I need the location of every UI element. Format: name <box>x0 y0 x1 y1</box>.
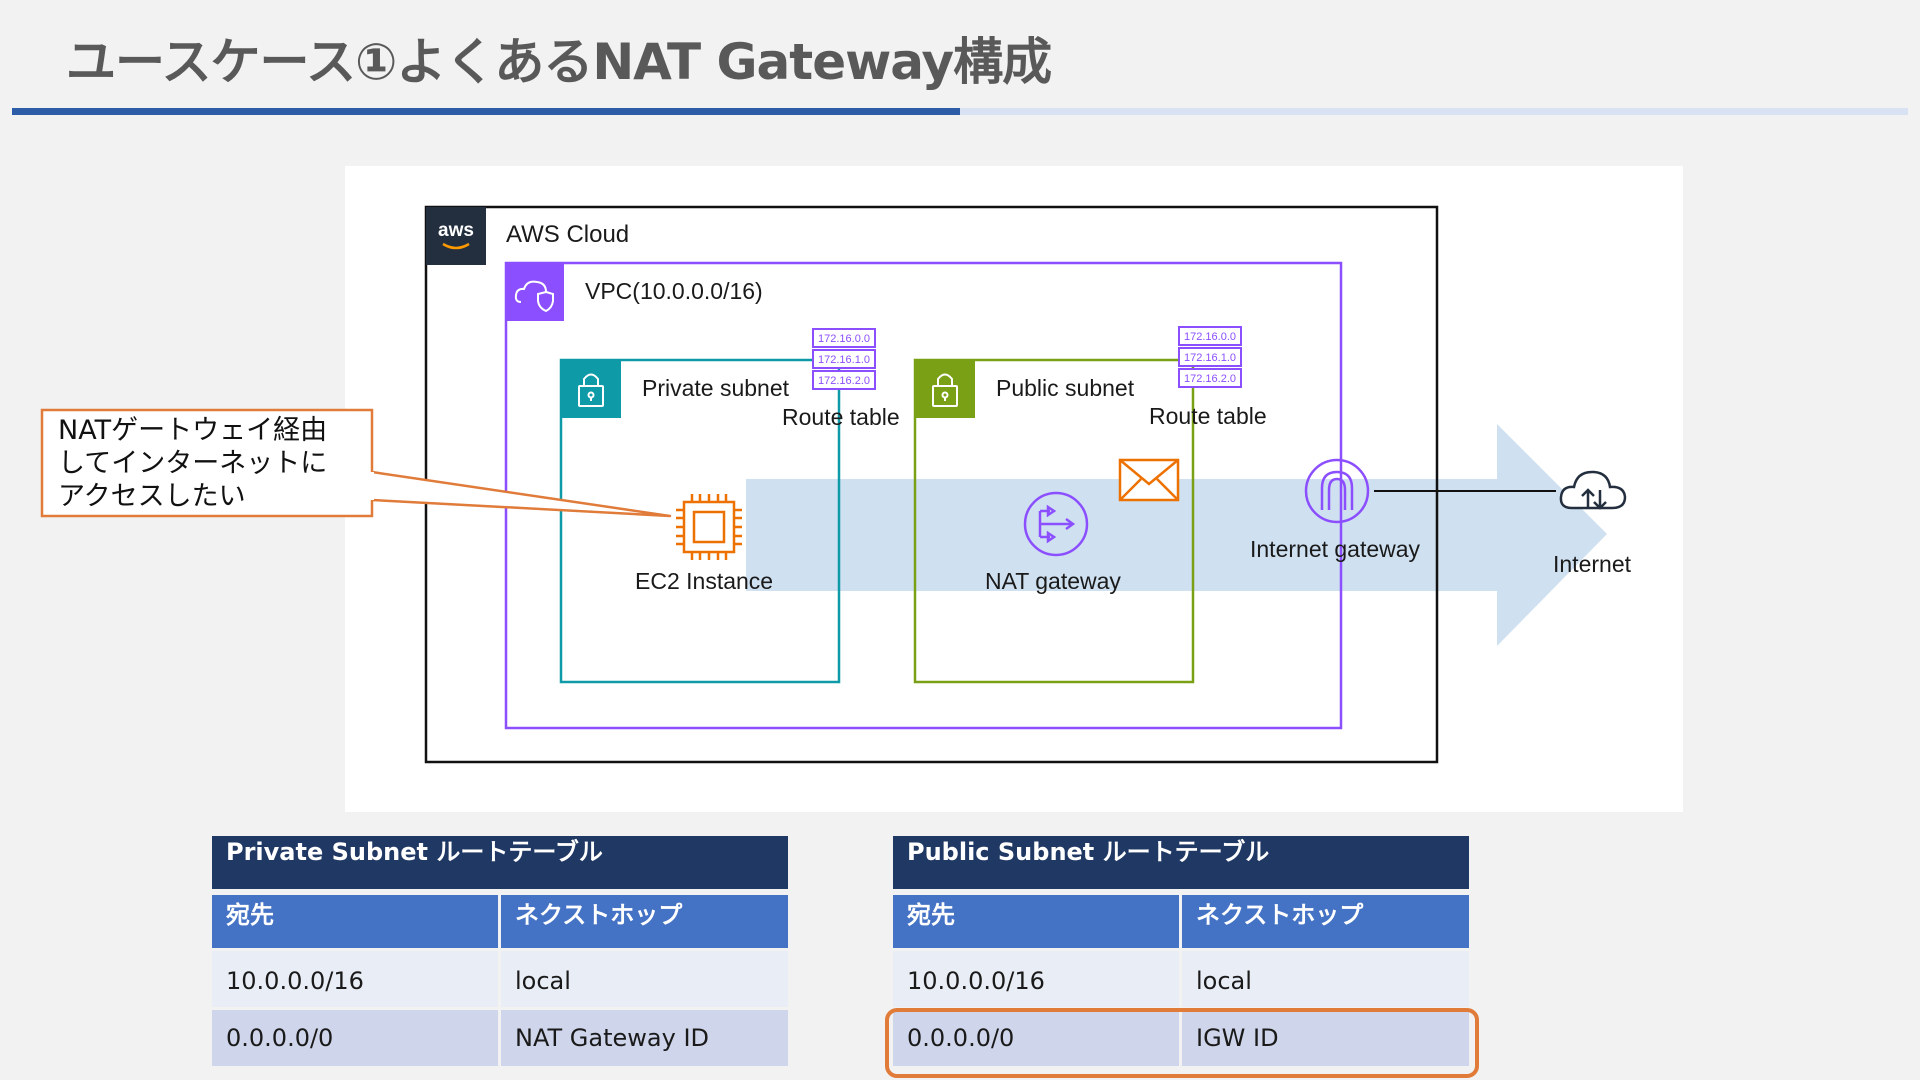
vpc-cloud-shield-icon <box>514 280 554 313</box>
public-route-table: Public Subnet ルートテーブル 宛先 ネクストホップ 10.0.0.… <box>893 836 1469 1068</box>
title-underline-light <box>960 108 1908 115</box>
public-row-2-nexthop: IGW ID <box>1182 1010 1469 1066</box>
slide-title: ユースケース①よくあるNAT Gateway構成 <box>66 33 1052 91</box>
aws-cloud-label: AWS Cloud <box>506 221 630 248</box>
private-rt-row-1: 172.16.0.0 <box>818 333 870 345</box>
public-row-1-destination: 10.0.0.0/16 <box>893 951 1179 1007</box>
private-route-table-label: Route table <box>782 404 900 430</box>
traffic-flow-arrow <box>746 424 1607 646</box>
aws-logo-icon: aws <box>438 220 474 241</box>
title-underline <box>12 108 960 115</box>
public-row-1-nexthop: local <box>1182 951 1469 1007</box>
public-route-table-icon <box>1178 326 1242 388</box>
private-subnet-box <box>559 358 841 684</box>
vpc-label: VPC(10.0.0.0/16) <box>585 278 763 304</box>
public-rt-row-1: 172.16.0.0 <box>1184 331 1236 343</box>
internet-cloud-icon <box>1559 470 1627 510</box>
envelope-icon <box>1118 458 1180 502</box>
ec2-instance-label: EC2 Instance <box>635 568 774 594</box>
internet-label: Internet <box>1553 551 1631 577</box>
internet-gateway-icon <box>1304 458 1370 524</box>
private-header-nexthop: ネクストホップ <box>501 895 788 948</box>
callout-line-2: してインターネットに <box>58 448 328 479</box>
public-row-2-destination: 0.0.0.0/0 <box>893 1010 1179 1066</box>
private-row-2-destination: 0.0.0.0/0 <box>212 1010 498 1066</box>
private-header-destination: 宛先 <box>212 895 498 948</box>
public-subnet-box <box>913 358 1195 684</box>
public-header-nexthop: ネクストホップ <box>1182 895 1469 948</box>
callout-text: NATゲートウェイ経由 してインターネットに アクセスしたい <box>58 414 327 513</box>
vpc-icon-box <box>506 263 564 321</box>
private-row-1-nexthop: local <box>501 951 788 1007</box>
public-rt-row-3: 172.16.2.0 <box>1184 373 1236 385</box>
ec2-instance-icon <box>676 494 742 560</box>
public-subnet-label: Public subnet <box>996 375 1135 401</box>
public-rt-row-2: 172.16.1.0 <box>1184 352 1236 364</box>
private-row-2-nexthop: NAT Gateway ID <box>501 1010 788 1066</box>
public-subnet-icon-box <box>915 360 975 418</box>
private-rt-row-2: 172.16.1.0 <box>818 354 870 366</box>
private-route-table-icon <box>812 328 876 390</box>
callout-box <box>40 408 374 518</box>
private-rt-row-3: 172.16.2.0 <box>818 375 870 387</box>
callout-line-3: アクセスしたい <box>58 481 246 512</box>
public-lock-icon <box>932 373 958 407</box>
igw-route-highlight <box>885 1008 1479 1078</box>
private-lock-icon <box>578 373 604 407</box>
private-subnet-icon-box <box>561 360 621 418</box>
private-subnet-label: Private subnet <box>642 375 790 401</box>
public-table-title: Public Subnet ルートテーブル <box>893 836 1469 889</box>
callout-line-1: NATゲートウェイ経由 <box>58 415 328 446</box>
nat-gateway-label: NAT gateway <box>985 568 1121 594</box>
internet-gateway-label: Internet gateway <box>1250 536 1421 562</box>
callout-pointer <box>370 470 672 518</box>
public-route-table-label: Route table <box>1149 403 1267 429</box>
aws-logo-box <box>426 207 486 265</box>
nat-gateway-icon <box>1023 491 1089 557</box>
private-route-table: Private Subnet ルートテーブル 宛先 ネクストホップ 10.0.0… <box>212 836 788 1068</box>
public-header-destination: 宛先 <box>893 895 1179 948</box>
private-row-1-destination: 10.0.0.0/16 <box>212 951 498 1007</box>
private-table-title: Private Subnet ルートテーブル <box>212 836 788 889</box>
